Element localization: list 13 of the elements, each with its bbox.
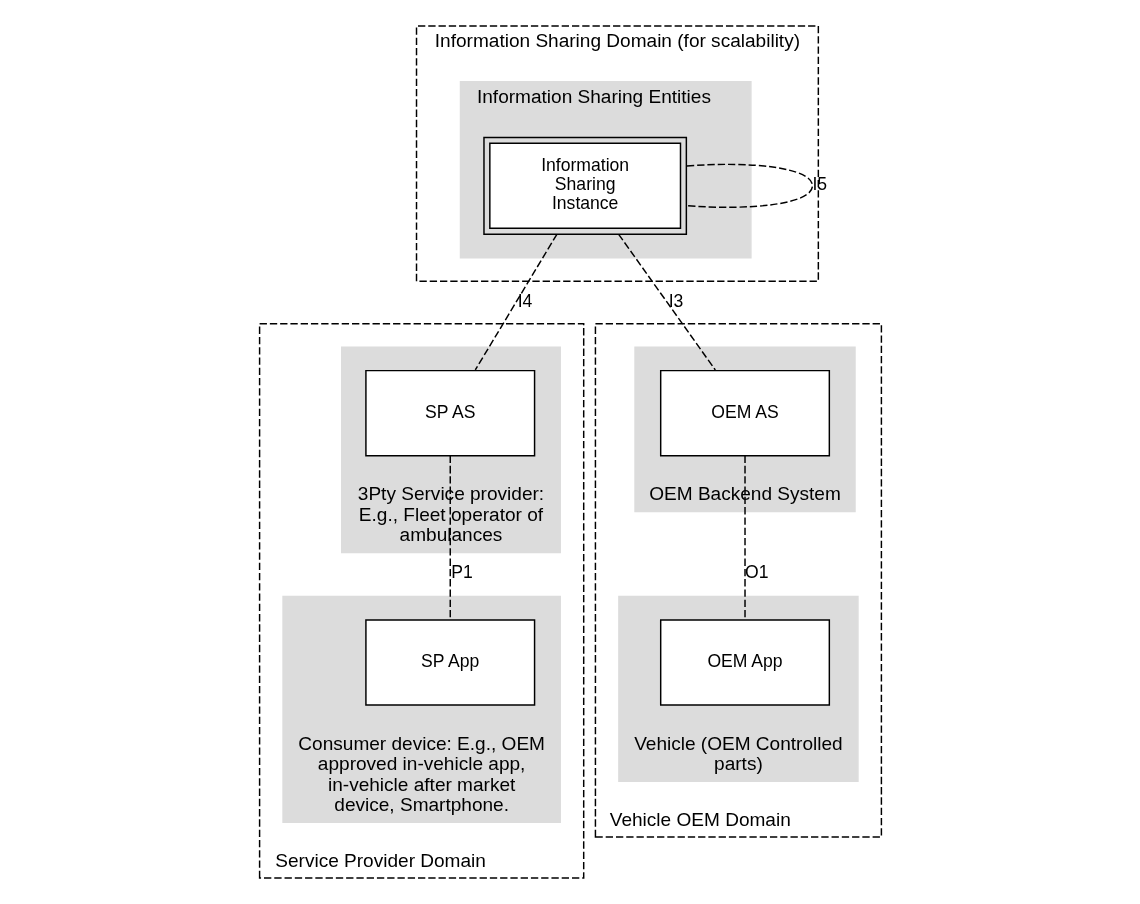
node-box: OEM App [659, 619, 830, 706]
node-box: Information Sharing Instance [482, 136, 687, 235]
edge-label: I5 [811, 174, 827, 195]
node-box: SP AS [364, 369, 535, 457]
connector [474, 233, 558, 371]
edge-label: O1 [744, 562, 768, 583]
node-box: OEM AS [659, 369, 830, 457]
edge-label: I4 [517, 290, 532, 311]
edge-label: I3 [668, 290, 683, 311]
connector [685, 163, 813, 208]
node-box: SP App [364, 619, 535, 706]
connector [617, 233, 716, 371]
edge-label: P1 [450, 562, 473, 583]
